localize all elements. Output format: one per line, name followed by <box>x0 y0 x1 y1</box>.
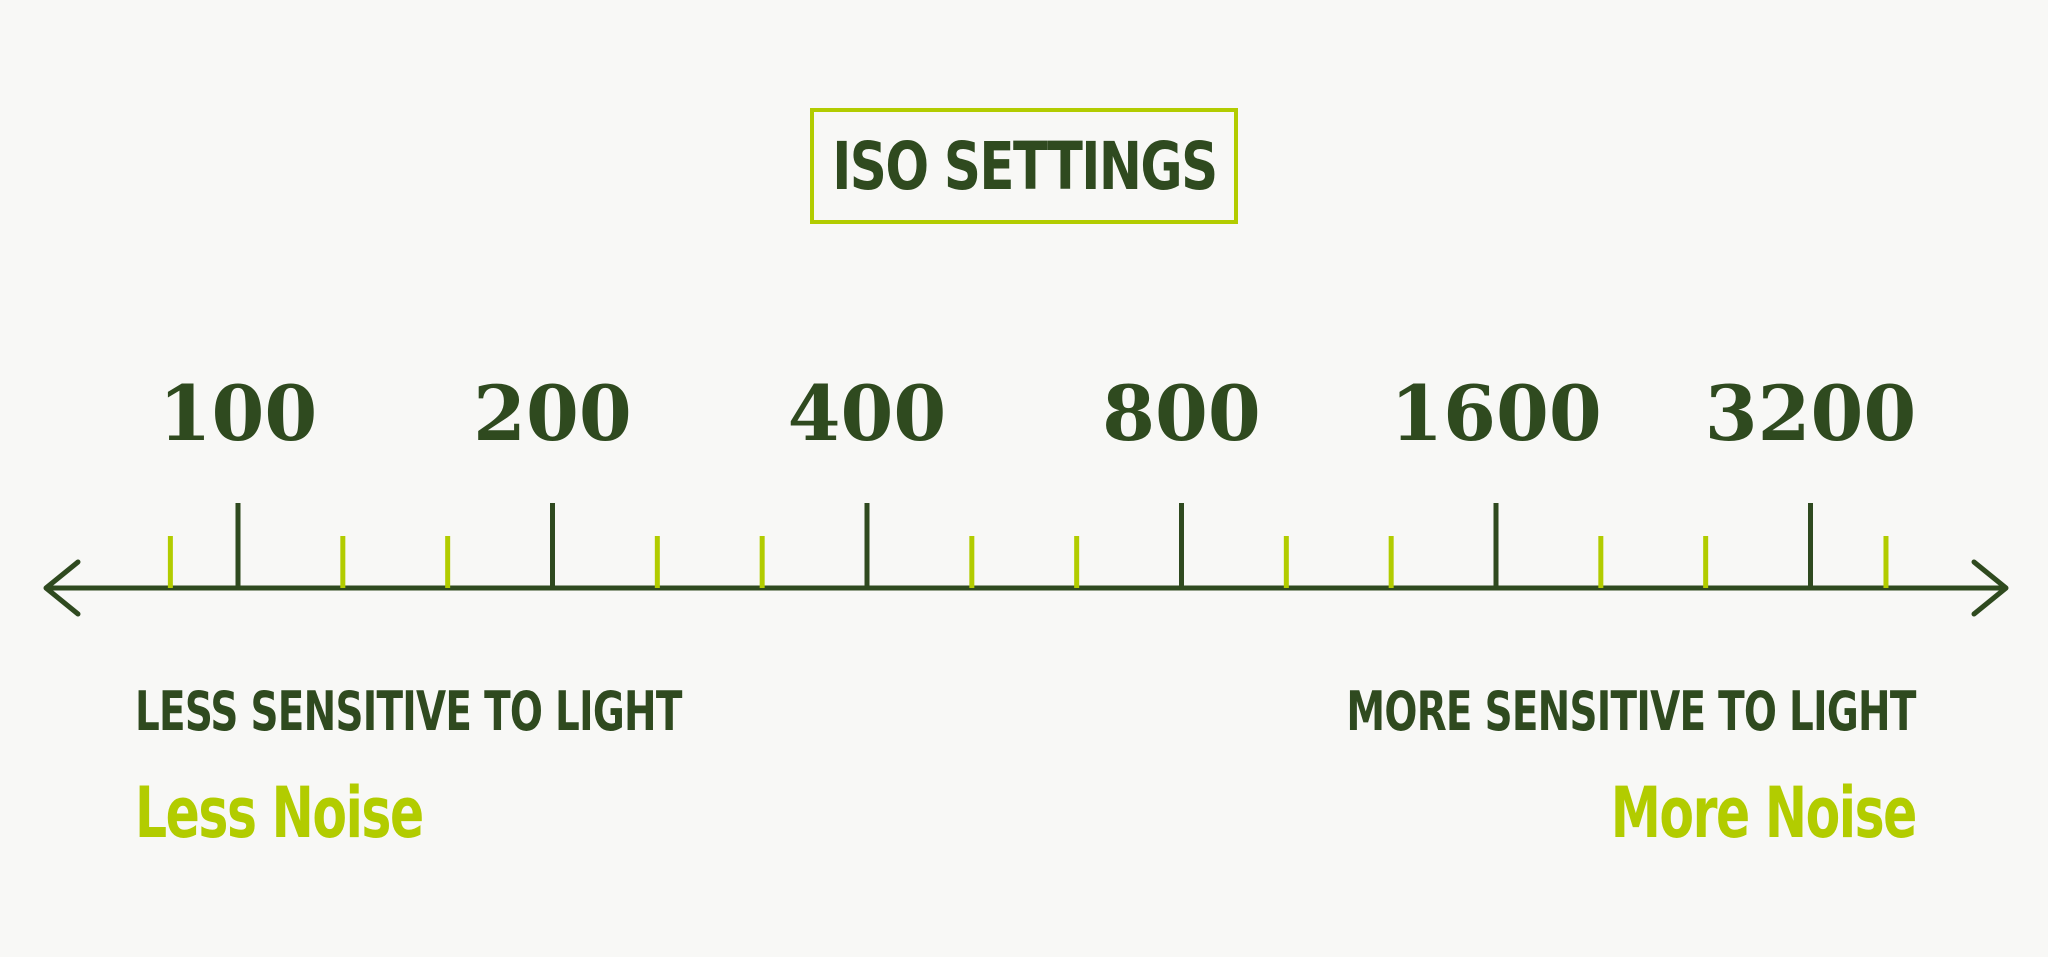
more-noise-caption: More Noise <box>1610 772 1918 854</box>
title-box: ISO SETTINGS <box>810 108 1238 224</box>
iso-value-label: 800 <box>1102 369 1261 458</box>
minor-ticks <box>167 536 1889 588</box>
arrow-right-icon <box>1971 559 2009 617</box>
less-sensitive-caption: LESS SENSITIVE TO LIGHT <box>135 680 682 743</box>
iso-value-label: 200 <box>473 369 632 458</box>
arrow-left-icon <box>43 559 81 617</box>
major-ticks <box>235 503 1813 588</box>
more-sensitive-caption: MORE SENSITIVE TO LIGHT <box>1346 680 1917 743</box>
iso-labels: 100 200 400 800 1600 3200 <box>159 369 1917 458</box>
less-noise-caption: Less Noise <box>135 772 424 854</box>
iso-value-label: 400 <box>788 369 947 458</box>
diagram-title: ISO SETTINGS <box>831 127 1218 205</box>
iso-value-label: 1600 <box>1390 369 1602 458</box>
iso-value-label: 3200 <box>1705 369 1917 458</box>
iso-value-label: 100 <box>159 369 318 458</box>
